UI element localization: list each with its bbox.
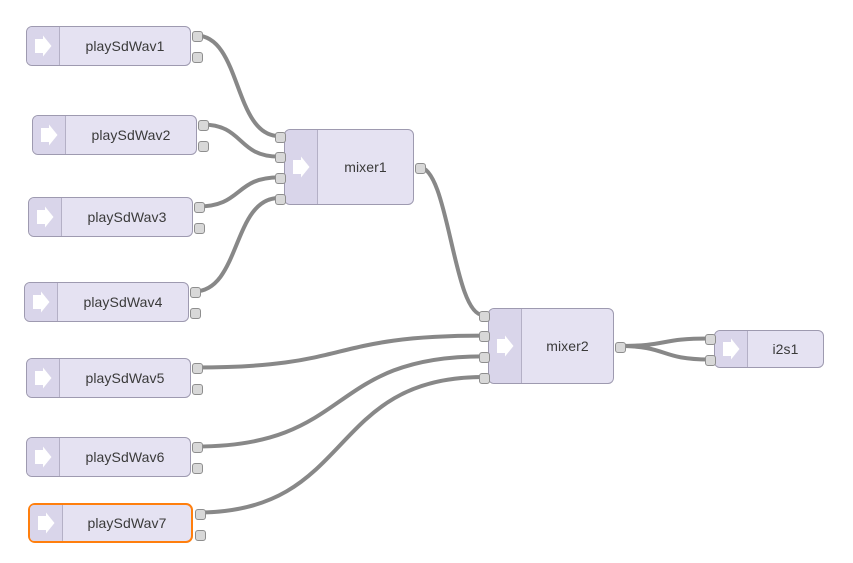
wire-mixer1-to-mixer2-4[interactable] (417, 165, 485, 317)
node-label-mixer1: mixer1 (344, 159, 387, 175)
wire-playSdWav4-to-mixer1-3[interactable] (192, 196, 281, 294)
input-port-i2s1-0[interactable] (704, 334, 716, 345)
play-arrow-icon (30, 505, 63, 541)
play-arrow-icon (489, 309, 522, 383)
input-port-mixer1-0[interactable] (274, 131, 286, 143)
wire-mixer2-to-i2s1-8[interactable] (617, 336, 711, 348)
output-port-playSdWav5-1[interactable] (191, 384, 203, 395)
output-port-playSdWav2-1[interactable] (197, 141, 209, 152)
play-arrow-icon (27, 27, 60, 65)
output-port-playSdWav1-1[interactable] (191, 52, 203, 63)
output-port-mixer1-0[interactable] (414, 162, 426, 174)
node-playSdWav7[interactable]: playSdWav7 (28, 503, 206, 543)
input-port-mixer2-3[interactable] (478, 372, 490, 384)
output-port-mixer2-0[interactable] (614, 341, 626, 353)
wire-playSdWav5-to-mixer2-5[interactable] (194, 333, 485, 370)
input-port-i2s1-1[interactable] (704, 355, 716, 366)
play-arrow-icon (29, 198, 62, 236)
node-playSdWav2[interactable]: playSdWav2 (32, 115, 209, 155)
play-arrow-icon (27, 438, 60, 476)
output-port-playSdWav6-0[interactable] (191, 442, 203, 453)
play-arrow-icon (25, 283, 58, 321)
node-label-i2s1: i2s1 (772, 341, 799, 357)
play-arrow-icon (27, 359, 60, 397)
play-arrow-icon (33, 116, 66, 154)
node-label-playSdWav7: playSdWav7 (87, 515, 167, 531)
wire-mixer2-to-i2s1-9[interactable] (617, 344, 711, 362)
node-mixer1[interactable]: mixer1 (274, 129, 426, 205)
wire-playSdWav3-to-mixer1-2[interactable] (196, 175, 281, 209)
node-playSdWav5[interactable]: playSdWav5 (26, 358, 203, 398)
node-label-playSdWav6: playSdWav6 (85, 449, 165, 465)
node-label-mixer2: mixer2 (546, 338, 589, 354)
input-port-mixer1-2[interactable] (274, 172, 286, 184)
output-port-playSdWav6-1[interactable] (191, 463, 203, 474)
output-port-playSdWav5-0[interactable] (191, 363, 203, 374)
input-port-mixer1-3[interactable] (274, 193, 286, 205)
play-arrow-icon (285, 130, 318, 204)
input-port-mixer2-2[interactable] (478, 351, 490, 363)
wire-playSdWav6-to-mixer2-6[interactable] (194, 354, 485, 449)
play-arrow-icon (715, 331, 748, 367)
node-mixer2[interactable]: mixer2 (478, 308, 626, 384)
node-playSdWav3[interactable]: playSdWav3 (28, 197, 205, 237)
wire-playSdWav7-to-mixer2-7[interactable] (196, 375, 485, 515)
input-port-mixer2-0[interactable] (478, 310, 490, 322)
node-label-playSdWav1: playSdWav1 (85, 38, 165, 54)
output-port-playSdWav7-1[interactable] (194, 530, 206, 541)
node-playSdWav1[interactable]: playSdWav1 (26, 26, 203, 66)
input-port-mixer1-1[interactable] (274, 152, 286, 164)
output-port-playSdWav3-1[interactable] (193, 223, 205, 234)
input-port-mixer2-1[interactable] (478, 331, 490, 343)
node-label-playSdWav5: playSdWav5 (85, 370, 165, 386)
output-port-playSdWav7-0[interactable] (194, 509, 206, 520)
output-port-playSdWav3-0[interactable] (193, 202, 205, 213)
node-i2s1[interactable]: i2s1 (704, 330, 824, 368)
output-port-playSdWav4-1[interactable] (189, 308, 201, 319)
output-port-playSdWav4-0[interactable] (189, 287, 201, 298)
node-label-playSdWav3: playSdWav3 (87, 209, 167, 225)
output-port-playSdWav2-0[interactable] (197, 120, 209, 131)
wire-playSdWav2-to-mixer1-1[interactable] (200, 122, 281, 159)
node-label-playSdWav2: playSdWav2 (91, 127, 171, 143)
node-playSdWav4[interactable]: playSdWav4 (24, 282, 201, 322)
node-playSdWav6[interactable]: playSdWav6 (26, 437, 203, 477)
output-port-playSdWav1-0[interactable] (191, 31, 203, 42)
node-label-playSdWav4: playSdWav4 (83, 294, 163, 310)
